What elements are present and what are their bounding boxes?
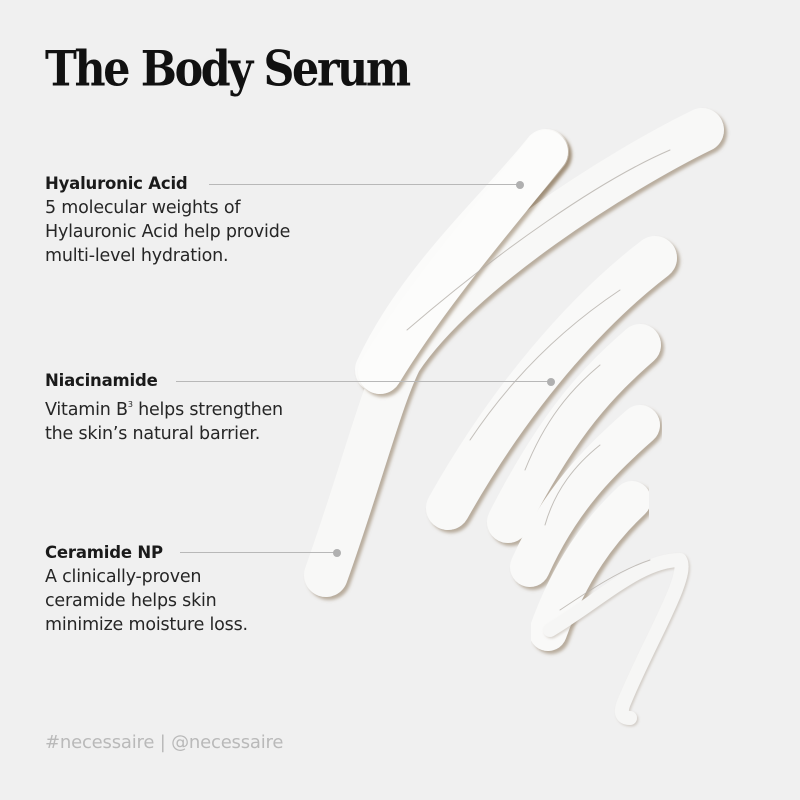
superscript: 3	[127, 400, 133, 409]
leader-line-niacinamide	[176, 377, 555, 386]
ingredient-description: A clinically-proven ceramide helps skin …	[45, 567, 248, 635]
leader-line-hyaluronic	[209, 180, 524, 189]
ingredient-ceramide-np: Ceramide NP A clinically-proven ceramide…	[45, 541, 248, 637]
ingredient-hyaluronic-acid: Hyaluronic Acid 5 molecular weights of H…	[45, 172, 290, 268]
ingredient-name: Ceramide NP	[45, 543, 163, 562]
ingredient-description: Vitamin B3 helps strengthen the skin’s n…	[45, 393, 283, 446]
ingredient-name: Hyaluronic Acid	[45, 174, 188, 193]
leader-dot	[516, 180, 524, 189]
ingredient-description: 5 molecular weights of Hylauronic Acid h…	[45, 198, 291, 266]
description-text: helps strengthen the skin’s natural barr…	[45, 400, 283, 444]
description-text: Vitamin B	[45, 400, 128, 420]
ingredient-niacinamide: Niacinamide Vitamin B3 helps strengthen …	[45, 369, 283, 446]
leader-dot	[333, 548, 341, 557]
leader-line-ceramide	[180, 548, 341, 557]
leader-dot	[547, 377, 555, 386]
page-title: The Body Serum	[45, 39, 411, 97]
social-handles: #necessaire | @necessaire	[45, 732, 284, 753]
ingredient-name: Niacinamide	[45, 371, 158, 390]
